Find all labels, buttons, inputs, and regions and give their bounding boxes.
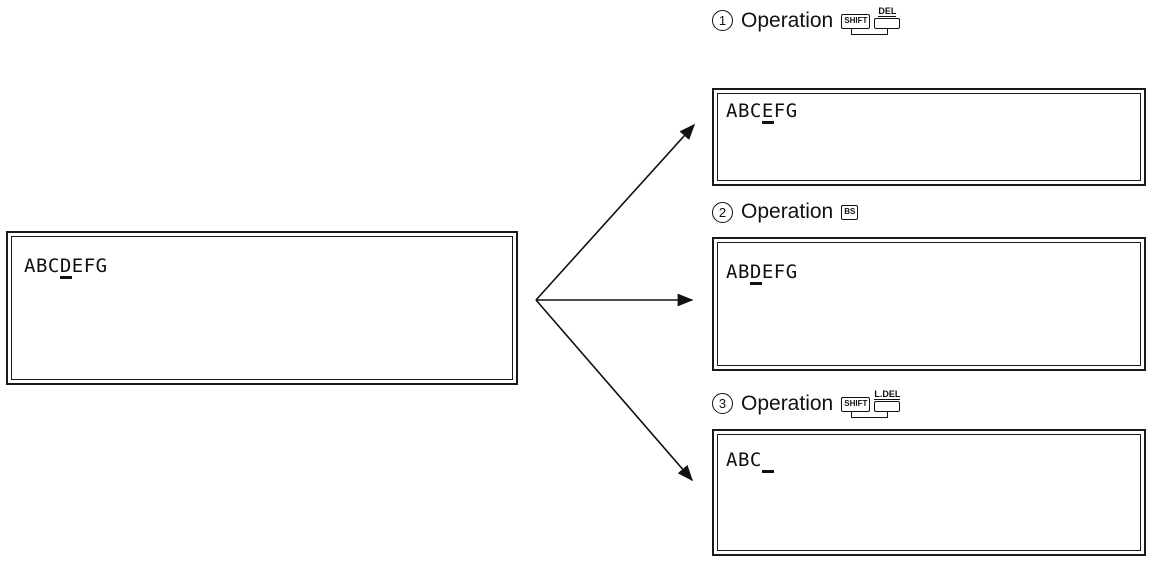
- ldel-key-label: L.DEL: [874, 389, 901, 400]
- arrow-to-op1: [535, 123, 696, 301]
- del-key-icon: DEL: [874, 6, 901, 29]
- source-text-before: ABC: [24, 255, 60, 277]
- bs-key-icon: BS: [841, 204, 859, 220]
- source-text-after: EFG: [71, 255, 108, 277]
- operation-2-display-text: ABDEFG: [726, 261, 798, 285]
- op2-cursor-char: D: [749, 261, 762, 285]
- operation-2-word: Operation: [741, 200, 834, 223]
- op2-text-before: AB: [726, 261, 750, 283]
- op1-text-after: FG: [773, 100, 798, 122]
- shift-key-icon: SHIFT: [841, 14, 871, 29]
- source-display-text: ABCDEFG: [24, 255, 108, 279]
- op3-cursor-char: [761, 451, 774, 473]
- op3-text-before: ABC: [726, 449, 762, 471]
- operation-3-word: Operation: [741, 391, 834, 415]
- operation-1-number: 1: [712, 10, 733, 31]
- operation-2-display: ABDEFG: [712, 237, 1146, 371]
- arrow-to-op3: [535, 299, 694, 482]
- operation-3-display: ABC: [712, 429, 1146, 556]
- operation-3-label: 3 Operation SHIFT L.DEL: [712, 389, 901, 418]
- source-display: ABCDEFG: [6, 231, 518, 385]
- shift-key-icon: SHIFT: [841, 397, 871, 412]
- operation-1-key-combo: SHIFT DEL: [841, 6, 901, 35]
- operation-3-key-combo: SHIFT L.DEL: [841, 389, 901, 418]
- source-cursor-char: D: [59, 255, 72, 279]
- operation-1-word: Operation: [741, 8, 834, 32]
- operation-2-number: 2: [712, 201, 733, 223]
- operation-1-label: 1 Operation SHIFT DEL: [712, 6, 901, 35]
- ldel-key-icon: L.DEL: [874, 389, 901, 412]
- del-key-label: DEL: [878, 6, 897, 17]
- op1-cursor-char: E: [761, 100, 774, 124]
- operation-3-number: 3: [712, 393, 733, 414]
- operation-1-display-text: ABCEFG: [726, 100, 798, 124]
- operation-1-display: ABCEFG: [712, 88, 1146, 186]
- operation-2-label: 2 Operation BS: [712, 200, 859, 224]
- op2-text-after: EFG: [761, 261, 798, 283]
- operation-3-display-text: ABC: [726, 449, 774, 473]
- op1-text-before: ABC: [726, 100, 762, 122]
